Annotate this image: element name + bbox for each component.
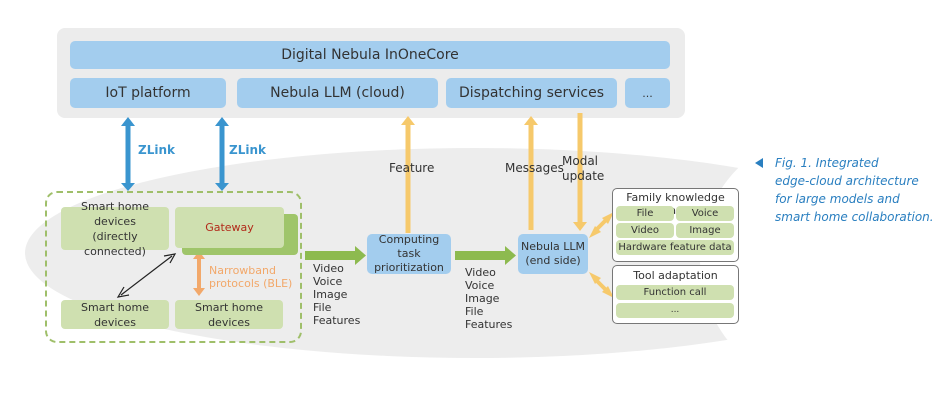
- tool-item-label: Function call: [643, 287, 707, 298]
- narrowband-label: Narrowband protocols (BLE): [209, 264, 292, 290]
- tools-title: Tool adaptation: [633, 269, 718, 282]
- zlink-left-label: ZLink: [138, 143, 175, 157]
- kb-cell-label: Image: [689, 225, 721, 236]
- direct-devices-label: Smart home devices (directly connected): [81, 199, 149, 258]
- modal-update-line1: Modal: [562, 154, 598, 168]
- messages-label: Messages: [505, 161, 564, 175]
- kb-cell-label: Voice: [691, 208, 719, 219]
- flow2-item: Voice: [465, 279, 495, 292]
- kb-cell-label: File: [636, 208, 654, 219]
- kb-cell: Image: [676, 223, 734, 238]
- kb-wide-cell: Hardware feature data: [616, 240, 734, 255]
- messages-arrow: [524, 116, 538, 230]
- computing-task-box: Computing task prioritization: [367, 233, 451, 274]
- tool-item-label: ...: [670, 305, 680, 315]
- devices-right-label: Smart home devices: [195, 300, 263, 329]
- caption-line: smart home collaboration.: [775, 210, 934, 224]
- flow2-item: Video: [465, 266, 496, 279]
- task-line1: Computing task: [378, 233, 440, 260]
- flow2-item: Features: [465, 318, 513, 331]
- module-iot-platform: IoT platform: [70, 78, 226, 108]
- background-mask: [700, 130, 940, 390]
- edge-llm-line1: Nebula LLM: [521, 240, 585, 253]
- gateway-devices-arrow: [116, 253, 177, 298]
- tool-item: ...: [616, 303, 734, 318]
- devices-right-box: Smart home devices: [175, 300, 283, 329]
- narrowband-line1: Narrowband: [209, 264, 276, 277]
- devices-left-box: Smart home devices: [61, 300, 169, 329]
- flow1-item: Image: [313, 288, 348, 301]
- module-label: Dispatching services: [458, 85, 605, 101]
- llm-tools-arrow: [589, 272, 614, 298]
- zlink-right-label: ZLink: [229, 143, 266, 157]
- core-title: Digital Nebula InOneCore: [281, 47, 459, 63]
- flow2-item: File: [465, 305, 484, 318]
- smart-home-group: [45, 191, 302, 343]
- module-nebula-llm-cloud: Nebula LLM (cloud): [237, 78, 438, 108]
- llm-knowledge-arrow: [589, 212, 614, 238]
- flow1-item: Features: [313, 314, 361, 327]
- core-title-box: Digital Nebula InOneCore: [70, 41, 670, 69]
- module-label: Nebula LLM (cloud): [270, 85, 405, 101]
- feature-label: Feature: [389, 161, 435, 175]
- knowledge-base-panel: Family knowledge base File Voice Video I…: [612, 188, 739, 262]
- gateway-box: Gateway: [175, 207, 284, 248]
- module-label: IoT platform: [105, 85, 191, 101]
- modal-update-arrow: [573, 113, 587, 231]
- figure-caption: Fig. 1. Integrated edge-cloud architectu…: [775, 154, 934, 226]
- edge-llm-line2: (end side): [525, 254, 581, 267]
- home-to-task-arrow: [305, 246, 366, 265]
- tool-adaptation-panel: Tool adaptation Function call ...: [612, 265, 739, 324]
- task-to-llm-arrow: [455, 246, 516, 265]
- kb-cell: File: [616, 206, 674, 221]
- flow1-item: File: [313, 301, 332, 314]
- kb-cell: Video: [616, 223, 674, 238]
- flow1-list: Video Voice Image File Features: [313, 262, 360, 327]
- gateway-label: Gateway: [205, 221, 254, 234]
- task-line2: prioritization: [374, 261, 444, 274]
- module-dispatching-services: Dispatching services: [446, 78, 617, 108]
- caption-line: edge-cloud architecture: [775, 174, 919, 188]
- flow2-list: Video Voice Image File Features: [465, 266, 512, 331]
- kb-wide-label: Hardware feature data: [618, 242, 732, 253]
- module-more: ...: [625, 78, 670, 108]
- devices-left-label: Smart home devices: [81, 300, 149, 329]
- flow2-item: Image: [465, 292, 500, 305]
- narrowband-line2: protocols (BLE): [209, 277, 293, 290]
- caption-pointer-icon: [755, 158, 763, 168]
- tool-item: Function call: [616, 285, 734, 300]
- flow1-item: Video: [313, 262, 344, 275]
- modal-update-label: Modal update: [562, 154, 604, 184]
- flow1-item: Voice: [313, 275, 343, 288]
- caption-line: Fig. 1. Integrated: [775, 156, 879, 170]
- modal-update-line2: update: [562, 169, 605, 183]
- nebula-llm-end-box: Nebula LLM (end side): [518, 234, 588, 274]
- caption-line: for large models and: [775, 192, 900, 206]
- kb-cell-label: Video: [630, 225, 660, 236]
- direct-devices-box: Smart home devices (directly connected): [61, 200, 169, 258]
- zlink-right-arrow: [215, 117, 229, 191]
- zlink-left-arrow: [121, 117, 135, 191]
- feature-arrow: [401, 116, 415, 233]
- module-label: ...: [642, 86, 653, 100]
- kb-cell: Voice: [676, 206, 734, 221]
- narrowband-arrow: [193, 251, 205, 296]
